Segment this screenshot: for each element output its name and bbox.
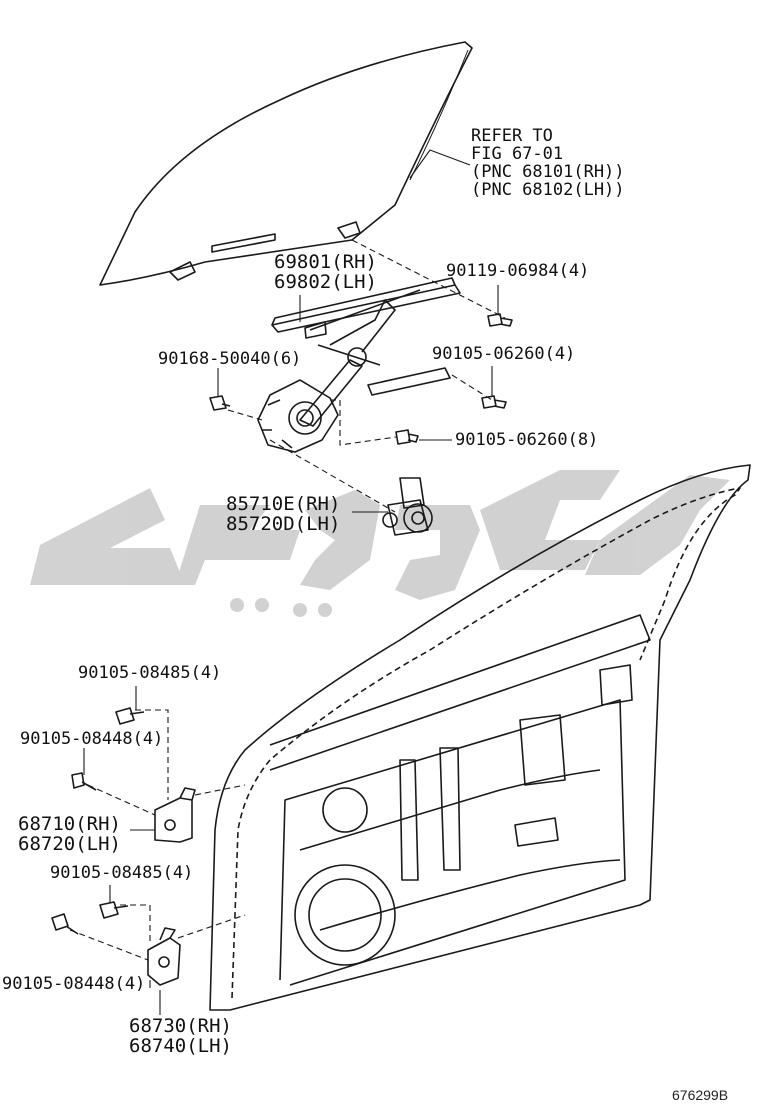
lower-hinge-bolt-b-label: 90105-08448(4) [2,974,146,994]
lower-hinge [147,927,181,986]
leader-lines [69,239,506,961]
motor-lh-label: 85720D(LH) [226,513,341,535]
glass-ref-line-2: FIG 67-01 [471,144,564,164]
regulator-bolt-label: 90168-50040(6) [158,349,302,369]
regulator-rh-label: 69801(RH) [274,251,377,273]
glass-ref-line-1: REFER TO [471,126,553,146]
glass-ref-line-4: (PNC 68102(LH)) [471,180,625,200]
upper-hinge-bolt-a-label: 90105-08485(4) [78,663,222,683]
lower-hinge-rh-label: 68730(RH) [129,1015,232,1037]
upper-hinge-bolt-b-label: 90105-08448(4) [20,729,164,749]
upper-hinge-rh-label: 68710(RH) [18,813,121,835]
glass-ref-line-3: (PNC 68101(RH)) [471,162,625,182]
motor-rh-label: 85710E(RH) [226,493,341,515]
upper-hinge-lh-label: 68720(LH) [18,833,121,855]
door-glass [99,41,473,286]
watermark-logo [30,470,730,617]
regulator-nut-b-label: 90105-06260(8) [455,430,599,450]
lower-hinge-bolt-a-label: 90105-08485(4) [50,863,194,883]
lower-hinge-lh-label: 68740(LH) [129,1035,232,1057]
leader-solid [83,149,499,1015]
door-panel [209,464,751,1011]
regulator-lh-label: 69802(LH) [274,271,377,293]
figure-id: 676299B [672,1087,729,1103]
upper-hinge [154,787,196,843]
window-motor [382,477,433,536]
regulator-nut-a-label: 90105-06260(4) [432,344,576,364]
window-regulator [257,277,461,453]
glass-bolt-label: 90119-06984(4) [446,261,590,281]
